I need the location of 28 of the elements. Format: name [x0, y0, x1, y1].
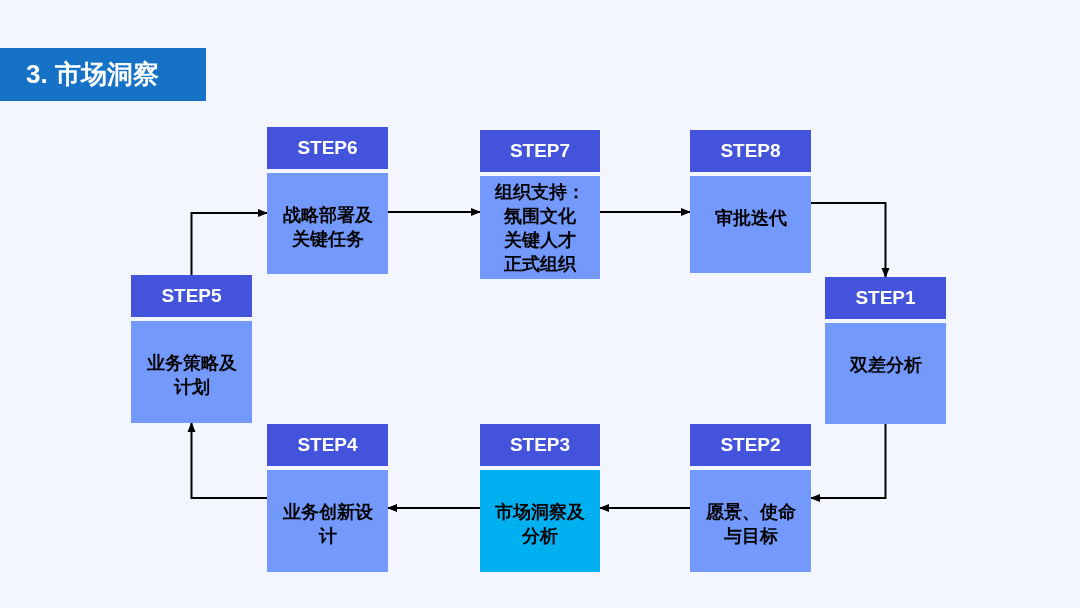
step-header: STEP2 [690, 424, 811, 466]
step-text: 组织支持： [495, 181, 585, 204]
step-header: STEP4 [267, 424, 388, 466]
step-text: 双差分析 [849, 354, 922, 377]
title-banner: 3. 市场洞察 [0, 48, 206, 101]
step-text: 关键人才 [504, 229, 576, 252]
step-header: STEP7 [480, 130, 600, 172]
step-text: 愿景、使命与目标 [704, 501, 797, 548]
arrow [599, 208, 691, 216]
arrow [187, 422, 268, 499]
step-text: 审批迭代 [714, 207, 787, 230]
arrow [810, 202, 890, 278]
arrow [599, 504, 691, 512]
step-header: STEP3 [480, 424, 600, 466]
arrow [387, 504, 481, 512]
step-text: 市场洞察及分析 [494, 501, 586, 548]
step-text: 业务创新设计 [281, 501, 374, 548]
step-text: 氛围文化 [504, 205, 576, 228]
step-header: STEP5 [131, 275, 252, 317]
step-text: 战略部署及关键任务 [281, 204, 374, 251]
step-text: 正式组织 [504, 253, 576, 276]
arrow [810, 423, 887, 502]
step-text: 业务策略及计划 [145, 352, 238, 399]
step-header: STEP1 [825, 277, 946, 319]
arrow [387, 208, 481, 216]
step-header: STEP8 [690, 130, 811, 172]
step-header: STEP6 [267, 127, 388, 169]
arrow [190, 209, 268, 276]
